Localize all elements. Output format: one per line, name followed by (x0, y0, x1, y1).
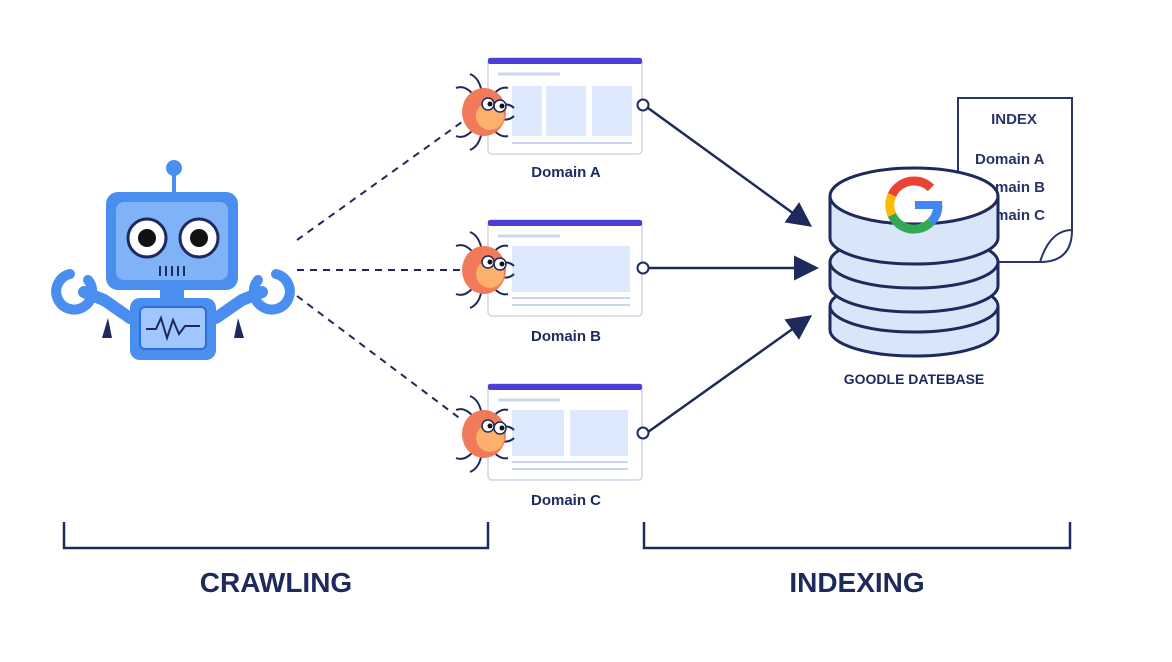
domain-a-label: Domain A (531, 164, 601, 181)
index-arrow-c (647, 315, 813, 434)
webpage-c (487, 383, 643, 481)
crawling-bracket (62, 522, 490, 550)
crawl-connectors (296, 121, 463, 421)
index-item: Domain A (975, 151, 1045, 168)
spider-icon (455, 73, 515, 151)
google-logo-icon (885, 176, 943, 234)
webpage-b (487, 219, 643, 317)
index-arrow-a (647, 106, 813, 227)
indexing-label: INDEXING (789, 567, 924, 598)
domain-b-label: Domain B (531, 328, 601, 345)
crawling-label: CRAWLING (200, 567, 352, 598)
spider-icon (455, 395, 515, 473)
connector-dots (636, 98, 650, 440)
crawl-line-a (296, 121, 463, 241)
robot-icon (51, 160, 295, 360)
database-label: GOODLE DATEBASE (844, 371, 985, 387)
webpage-a (487, 57, 643, 155)
domain-c-label: Domain C (531, 492, 601, 509)
spider-icon (455, 231, 515, 309)
index-arrows (647, 106, 819, 434)
section-brackets (62, 522, 1072, 550)
index-title: INDEX (991, 111, 1037, 128)
database-icon (828, 166, 1000, 358)
crawl-line-c (296, 295, 463, 421)
indexing-bracket (642, 522, 1072, 550)
